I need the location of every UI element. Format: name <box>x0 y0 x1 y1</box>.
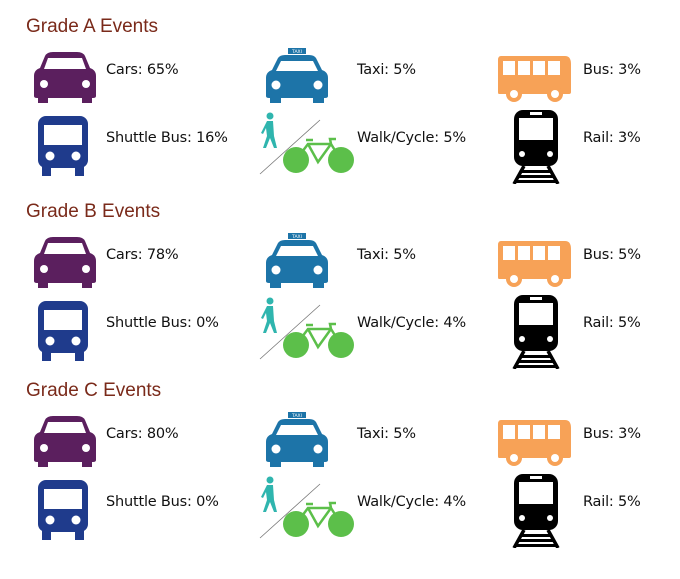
walk-cycle-icon <box>258 112 358 180</box>
shuttle-bus-icon <box>37 116 89 180</box>
mode-share-label: Walk/Cycle: 4% <box>357 315 466 331</box>
bus-icon <box>497 418 573 472</box>
svg-text:TAXI: TAXI <box>291 413 302 419</box>
mode-share-label: Shuttle Bus: 0% <box>106 315 219 331</box>
car-icon <box>33 416 97 472</box>
walk-cycle-icon <box>258 297 358 365</box>
mode-share-label: Taxi: 5% <box>357 62 416 78</box>
section-title: Grade C Events <box>26 380 162 401</box>
mode-share-label: Rail: 5% <box>583 494 641 510</box>
car-icon <box>33 52 97 108</box>
bus-icon <box>497 239 573 293</box>
mode-share-label: Rail: 5% <box>583 315 641 331</box>
rail-icon <box>510 295 562 373</box>
section-title: Grade A Events <box>26 16 159 37</box>
svg-text:TAXI: TAXI <box>291 49 302 55</box>
car-icon <box>33 237 97 293</box>
bus-icon <box>497 54 573 108</box>
mode-share-label: Bus: 3% <box>583 62 641 78</box>
mode-share-label: Shuttle Bus: 0% <box>106 494 219 510</box>
mode-share-label: Cars: 80% <box>106 426 179 442</box>
section-title: Grade B Events <box>26 201 161 222</box>
mode-share-label: Taxi: 5% <box>357 426 416 442</box>
taxi-icon: TAXI <box>264 233 330 293</box>
mode-share-label: Shuttle Bus: 16% <box>106 130 228 146</box>
mode-share-label: Bus: 3% <box>583 426 641 442</box>
shuttle-bus-icon <box>37 480 89 544</box>
mode-share-label: Walk/Cycle: 5% <box>357 130 466 146</box>
mode-share-label: Bus: 5% <box>583 247 641 263</box>
mode-share-label: Walk/Cycle: 4% <box>357 494 466 510</box>
rail-icon <box>510 474 562 552</box>
mode-share-label: Cars: 65% <box>106 62 179 78</box>
mode-share-label: Cars: 78% <box>106 247 179 263</box>
shuttle-bus-icon <box>37 301 89 365</box>
taxi-icon: TAXI <box>264 412 330 472</box>
mode-share-label: Rail: 3% <box>583 130 641 146</box>
rail-icon <box>510 110 562 188</box>
svg-text:TAXI: TAXI <box>291 234 302 240</box>
mode-share-label: Taxi: 5% <box>357 247 416 263</box>
walk-cycle-icon <box>258 476 358 544</box>
taxi-icon: TAXI <box>264 48 330 108</box>
